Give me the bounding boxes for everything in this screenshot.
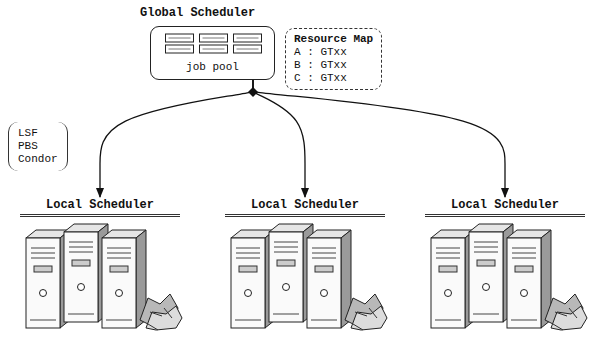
node-text: Resource Map	[294, 33, 373, 46]
node-text: Local Scheduler	[429, 199, 581, 212]
server-group	[431, 224, 587, 330]
node-text: A : GTxx	[294, 46, 373, 59]
dispatch-arrow	[253, 80, 305, 197]
junction-diamond	[248, 87, 258, 97]
node-text: PBS	[18, 140, 58, 153]
job-queue-icon	[151, 27, 276, 61]
diagram-title: Global Scheduler	[140, 6, 255, 20]
local-scheduler-bar: Local Scheduler	[225, 198, 385, 217]
server-group	[231, 224, 387, 330]
local-scheduler-types: LSFPBSCondor	[8, 122, 68, 171]
dispatch-arrow	[100, 80, 253, 197]
server-group	[26, 224, 182, 330]
node-text: job pool	[163, 61, 262, 74]
node-text: B : GTxx	[294, 59, 373, 72]
local-scheduler-bar: Local Scheduler	[20, 198, 180, 217]
job-pool-box: job pool	[150, 26, 275, 80]
local-scheduler-bar: Local Scheduler	[425, 198, 585, 217]
dispatch-arrow	[253, 80, 505, 197]
node-text: C : GTxx	[294, 72, 373, 85]
node-text: LSF	[18, 127, 58, 140]
node-text: Local Scheduler	[24, 199, 176, 212]
resource-map-box: Resource MapA : GTxxB : GTxxC : GTxx	[285, 28, 382, 90]
node-text: Condor	[18, 153, 58, 166]
node-text: Local Scheduler	[229, 199, 381, 212]
